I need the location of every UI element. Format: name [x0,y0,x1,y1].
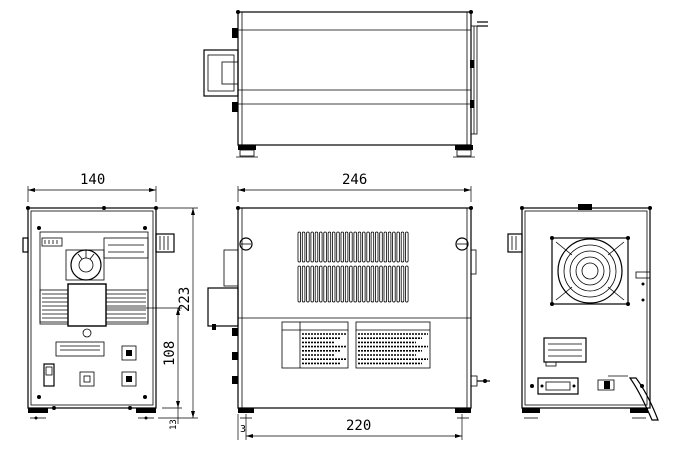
vent-slot [353,265,357,303]
vent-slot [362,231,366,263]
vent-slot [387,265,392,303]
vent-slot [379,231,383,263]
vent-slot [396,265,400,303]
vent-slot [340,265,344,303]
vent-slots [297,231,409,303]
vent-slot [383,265,387,303]
vent-slot [344,231,349,263]
side-dimensions: 246 220 3 [237,172,472,440]
vent-slot [301,231,306,263]
vent-slot [392,265,396,303]
vent-slot [405,265,409,303]
rear-view [507,204,659,421]
vent-slot [306,231,310,263]
vent-slot [353,231,357,263]
vent-slot [366,231,370,263]
vent-slot [362,265,366,303]
vent-slot [297,231,301,263]
width-dim-label: 140 [80,172,105,188]
vent-slot [323,265,327,303]
vent-slot [357,265,362,303]
vent-slot [340,231,344,263]
vent-slot [336,231,340,263]
vent-slot [379,265,383,303]
vent-slot [331,265,336,303]
base-length-dim-label: 220 [346,418,371,434]
top-view [203,10,488,158]
vent-slot [319,265,323,303]
side-view [207,206,490,419]
vent-slot [310,265,314,303]
vent-slot [370,231,375,263]
length-dim-label: 246 [342,172,367,188]
vent-slot [344,265,349,303]
vent-slot [387,231,392,263]
label-text-lines [302,333,428,365]
vent-slot [392,231,396,263]
small-offset-label: 3 [240,424,246,435]
vent-slot [314,231,319,263]
vent-slot [349,265,353,303]
vent-slot [396,231,400,263]
vent-slot [331,231,336,263]
vent-slot [370,265,375,303]
front-dimensions: 140 223 108 13 [27,172,198,430]
partial-height-dim-label: 108 [162,341,178,366]
front-view [22,206,175,420]
vent-slot [383,231,387,263]
vent-slot [400,265,405,303]
vent-slot [323,231,327,263]
vent-slot [310,231,314,263]
vent-slot [327,231,332,263]
vent-slot [327,265,332,303]
vent-slot [366,265,370,303]
vent-slot [374,265,379,303]
vent-slot [319,231,323,263]
vent-slot [357,231,362,263]
vent-slot [297,265,301,303]
vent-slot [301,265,306,303]
vent-slot [374,231,379,263]
vent-slot [400,231,405,263]
vent-slot [336,265,340,303]
vent-slot [314,265,319,303]
bottom-offset-label: 13 [169,419,179,430]
vent-slot [349,231,353,263]
height-dim-label: 223 [177,287,193,312]
vent-slot [405,231,409,263]
vent-slot [306,265,310,303]
